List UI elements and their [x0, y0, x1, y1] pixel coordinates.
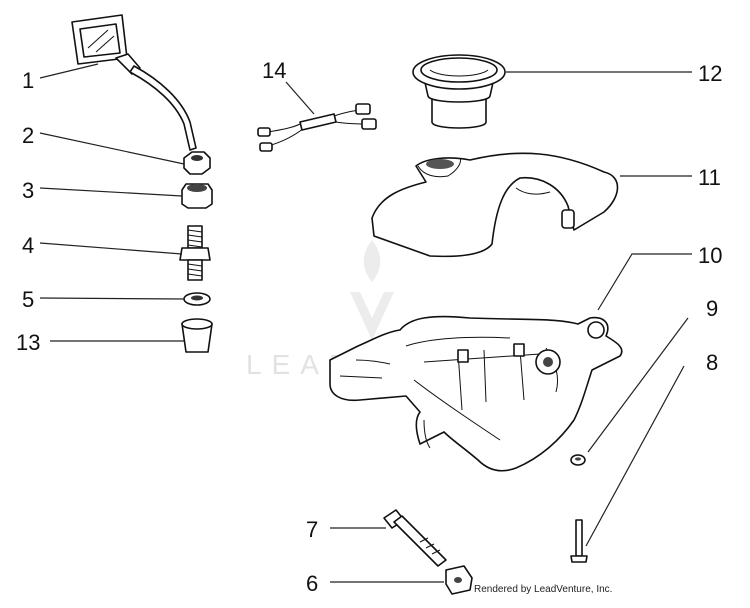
callout-5: 5 — [22, 287, 34, 312]
bushing-part — [181, 183, 213, 209]
callout-11: 11 — [698, 165, 721, 190]
callout-labels: 1 2 3 4 5 13 14 12 11 10 9 8 7 6 — [16, 58, 722, 596]
credit-text: Rendered by LeadVenture, Inc. — [474, 584, 613, 595]
callout-8: 8 — [706, 350, 718, 375]
leader-10 — [597, 253, 692, 311]
stud-part — [179, 225, 211, 281]
leader-5 — [39, 297, 185, 300]
leader-lines — [39, 63, 692, 583]
callout-4: 4 — [22, 233, 34, 258]
clip-nut-part — [445, 565, 473, 595]
mirror-part — [71, 14, 197, 151]
callout-14: 14 — [262, 58, 286, 83]
callout-13: 13 — [16, 330, 40, 355]
leader-4 — [39, 242, 183, 255]
wiring-harness-part — [257, 103, 377, 152]
callout-12: 12 — [698, 61, 722, 86]
upper-cover-part — [371, 152, 619, 258]
callout-3: 3 — [22, 178, 34, 203]
leader-9 — [587, 317, 689, 453]
callout-9: 9 — [706, 296, 718, 321]
callout-6: 6 — [306, 571, 318, 596]
screw-part — [570, 519, 588, 563]
bolt-part — [383, 509, 447, 567]
callout-10: 10 — [698, 243, 722, 268]
speedometer-part — [412, 54, 506, 129]
callout-2: 2 — [22, 123, 34, 148]
leader-8 — [585, 365, 685, 547]
leader-14 — [285, 81, 315, 115]
leader-2 — [39, 132, 185, 165]
nut-part — [183, 151, 211, 175]
washer-part — [183, 292, 211, 306]
callout-1: 1 — [22, 68, 34, 93]
leader-3 — [39, 187, 183, 197]
small-nut-part — [570, 454, 586, 466]
leader-1 — [39, 63, 99, 79]
lower-housing-part — [329, 315, 623, 472]
callout-7: 7 — [306, 517, 318, 542]
rubber-cap-part — [181, 318, 213, 353]
